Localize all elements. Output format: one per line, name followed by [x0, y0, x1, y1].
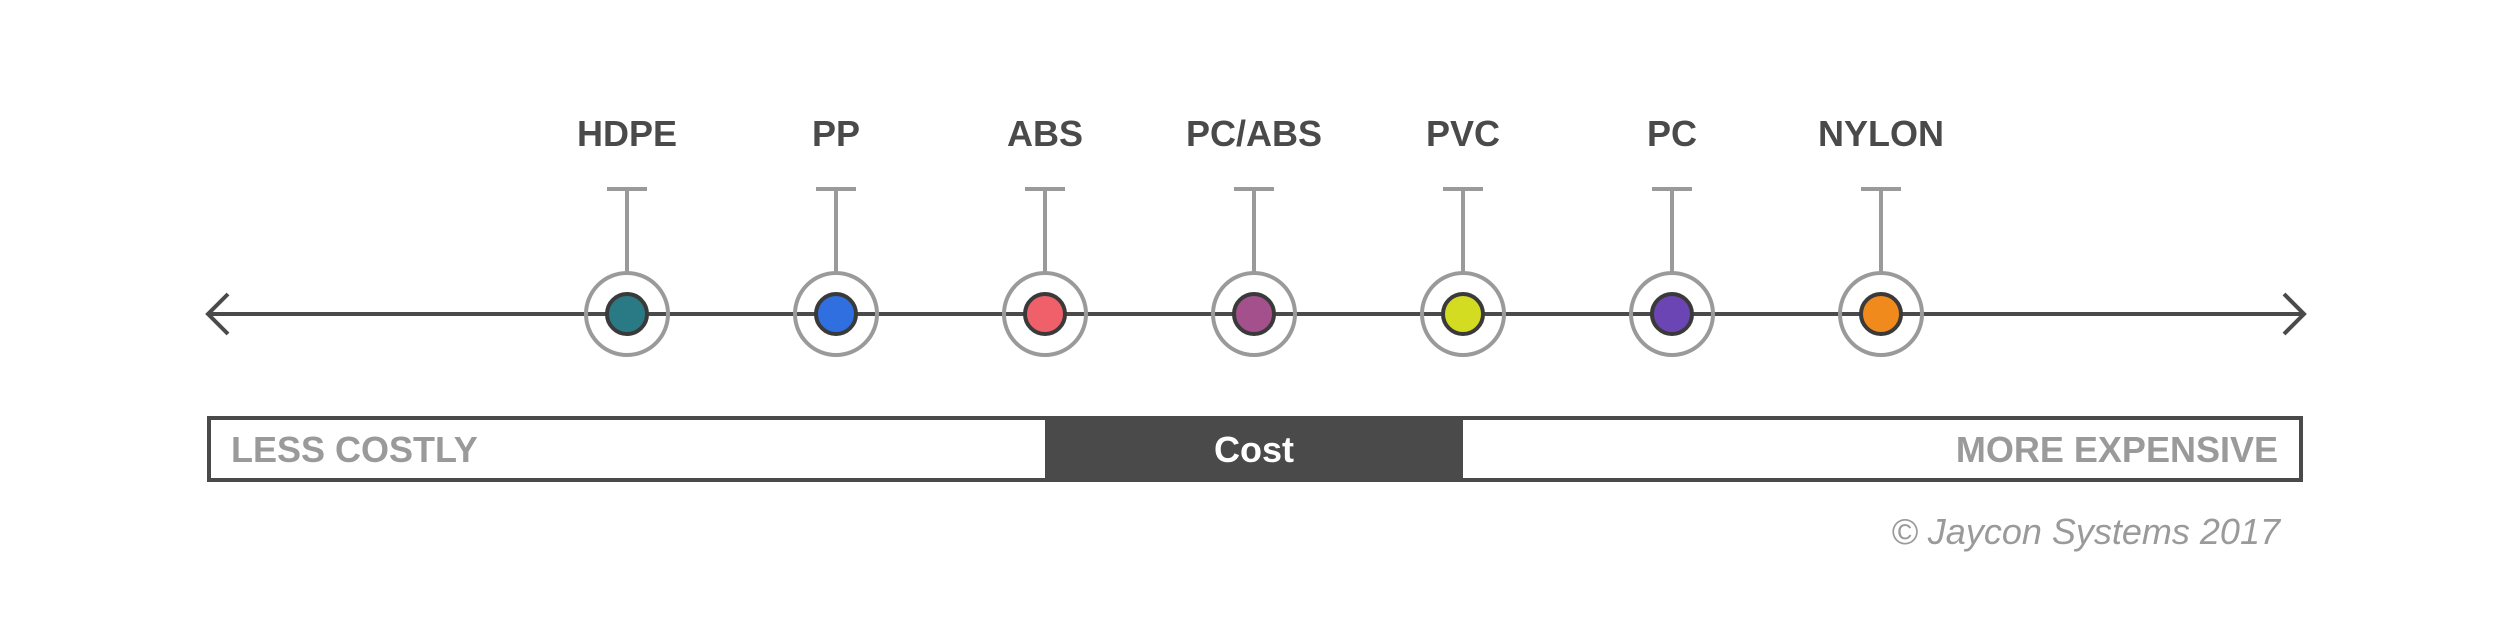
marker-ring	[793, 271, 879, 357]
material-marker-hdpe: HDPE	[577, 113, 677, 357]
material-label: HDPE	[577, 113, 677, 154]
cost-center-block	[1045, 418, 1463, 480]
material-marker-pp: PP	[793, 113, 879, 357]
marker-dot-pvc	[1441, 292, 1485, 336]
material-label: ABS	[1007, 113, 1083, 154]
material-label: PC	[1647, 113, 1697, 154]
material-marker-pc: PC	[1629, 113, 1715, 357]
material-markers: HDPE PP ABS PC/ABS PVC PC NYLON	[577, 113, 1944, 357]
material-label: NYLON	[1818, 113, 1944, 154]
copyright-text: © Jaycon Systems 2017	[1891, 511, 2282, 552]
marker-dot-pc-abs	[1232, 292, 1276, 336]
more-expensive-label: MORE EXPENSIVE	[1956, 429, 2278, 470]
less-costly-label: LESS COSTLY	[231, 429, 478, 470]
right-arrowhead-icon	[2282, 292, 2307, 336]
marker-dot-pp	[814, 292, 858, 336]
cost-scale-bar: LESS COSTLY Cost MORE EXPENSIVE	[207, 416, 2303, 482]
marker-ring	[1629, 271, 1715, 357]
marker-dot-hdpe	[605, 292, 649, 336]
marker-dot-abs	[1023, 292, 1067, 336]
marker-ring	[1002, 271, 1088, 357]
left-arrowhead-icon	[205, 292, 230, 336]
material-label: PC/ABS	[1186, 113, 1322, 154]
cost-label: Cost	[1214, 429, 1294, 470]
marker-dot-nylon	[1859, 292, 1903, 336]
material-marker-pvc: PVC	[1420, 113, 1506, 357]
marker-ring	[1838, 271, 1924, 357]
material-label: PP	[812, 113, 860, 154]
marker-ring	[584, 271, 670, 357]
material-marker-nylon: NYLON	[1818, 113, 1944, 357]
material-marker-abs: ABS	[1002, 113, 1088, 357]
marker-ring	[1211, 271, 1297, 357]
material-label: PVC	[1426, 113, 1500, 154]
material-marker-pc-abs: PC/ABS	[1186, 113, 1322, 357]
marker-dot-pc	[1650, 292, 1694, 336]
marker-ring	[1420, 271, 1506, 357]
